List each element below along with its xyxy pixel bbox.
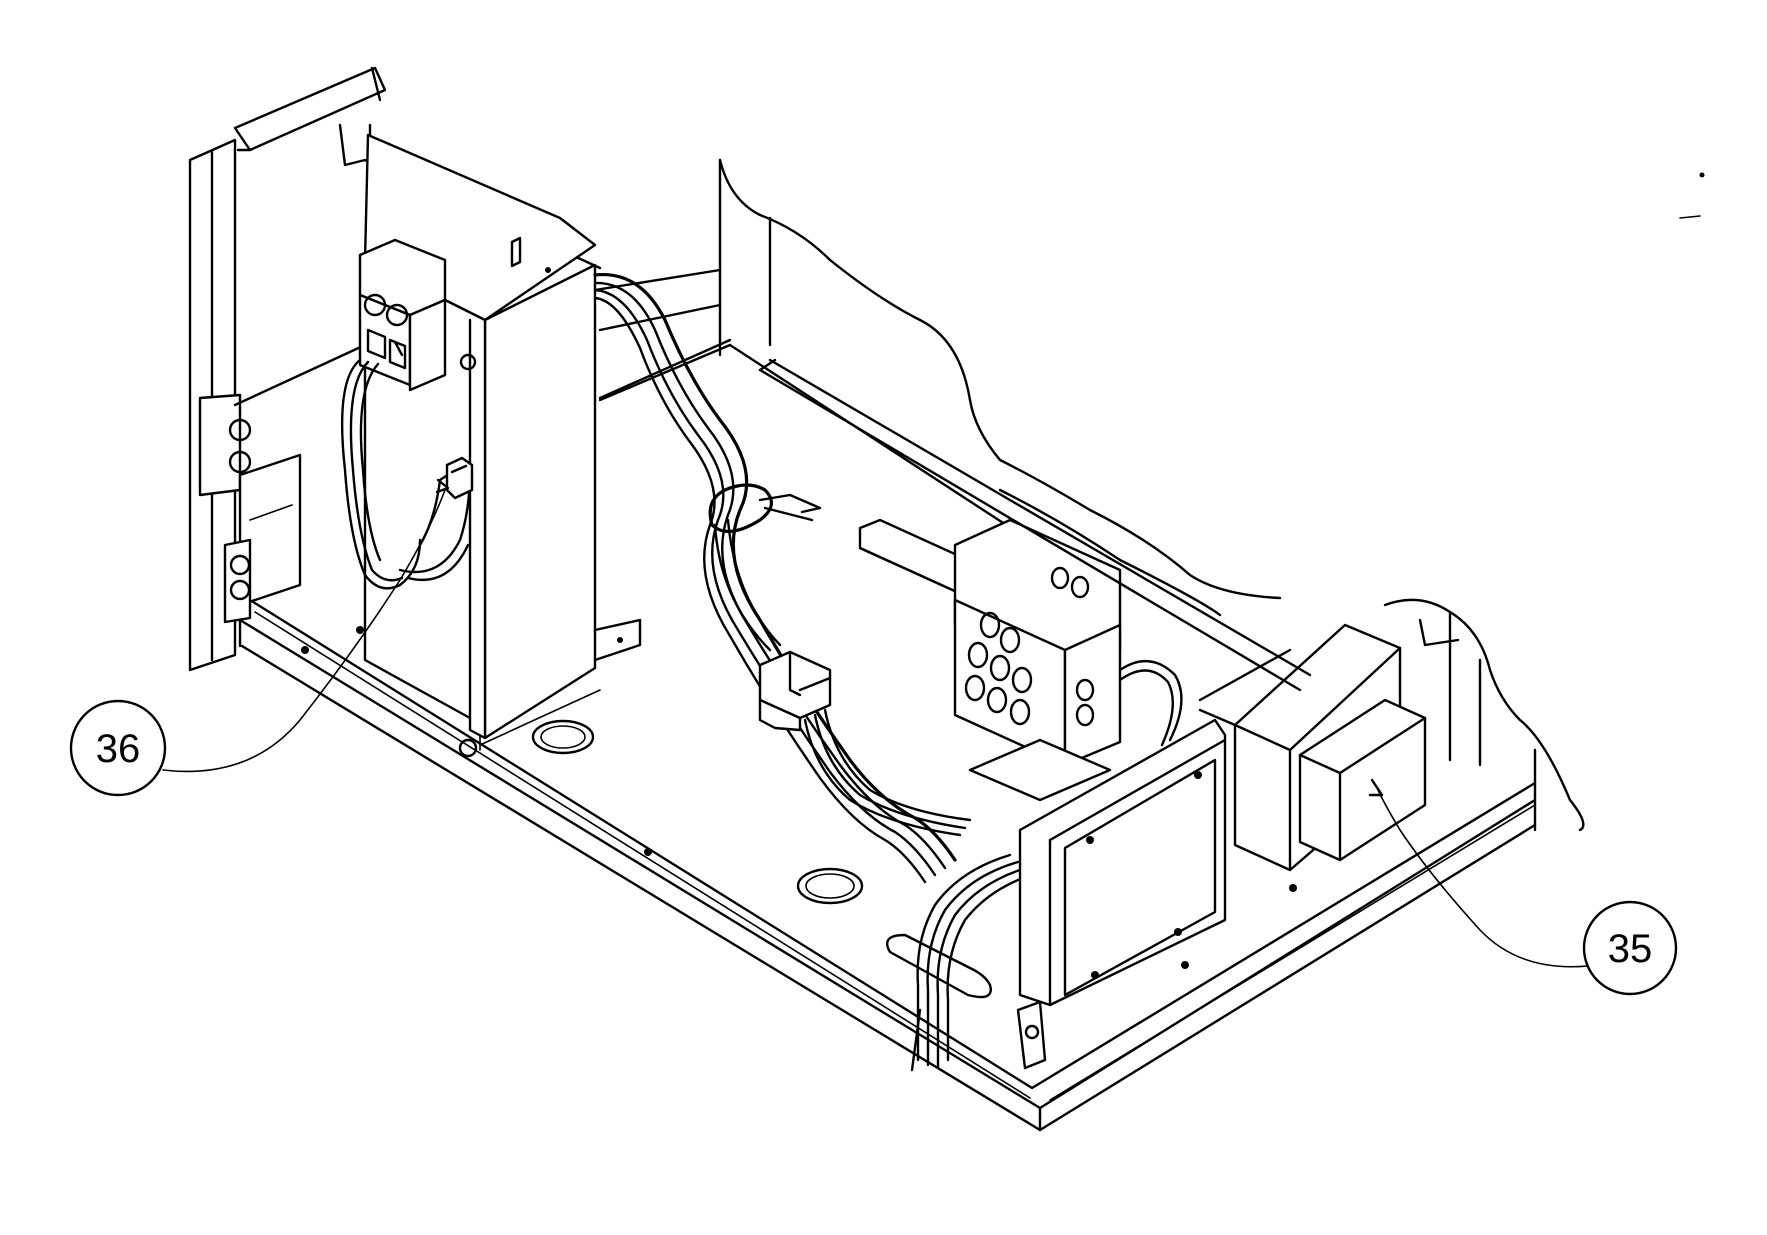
back-wall-breakout — [593, 158, 1585, 832]
center-wire-harness — [593, 272, 957, 884]
callout-36-label: 36 — [96, 727, 141, 771]
control-box — [363, 133, 642, 758]
callout-36-leader-line — [162, 489, 446, 773]
callout-35-arrowhead — [1368, 778, 1384, 797]
callout-35-leader-line — [1377, 789, 1589, 968]
callout-36-circle — [69, 699, 167, 797]
callout-35-circle — [1582, 900, 1678, 996]
center-plug-connector — [758, 650, 972, 837]
control-plate — [1016, 718, 1227, 1070]
callout-35-label: 35 — [1608, 927, 1653, 971]
part-36-connector — [445, 456, 474, 500]
transformer-part-35 — [1198, 623, 1427, 872]
callout-36: 36 — [69, 478, 450, 797]
callout-36-arrowhead — [435, 478, 450, 494]
terminal-block — [358, 238, 447, 392]
base-pan — [238, 343, 1537, 1132]
callout-35: 35 — [1368, 778, 1678, 996]
scan-specks — [1679, 172, 1705, 219]
heater-terminal-block — [858, 518, 1183, 802]
lower-wire-bundle — [910, 853, 1036, 1072]
